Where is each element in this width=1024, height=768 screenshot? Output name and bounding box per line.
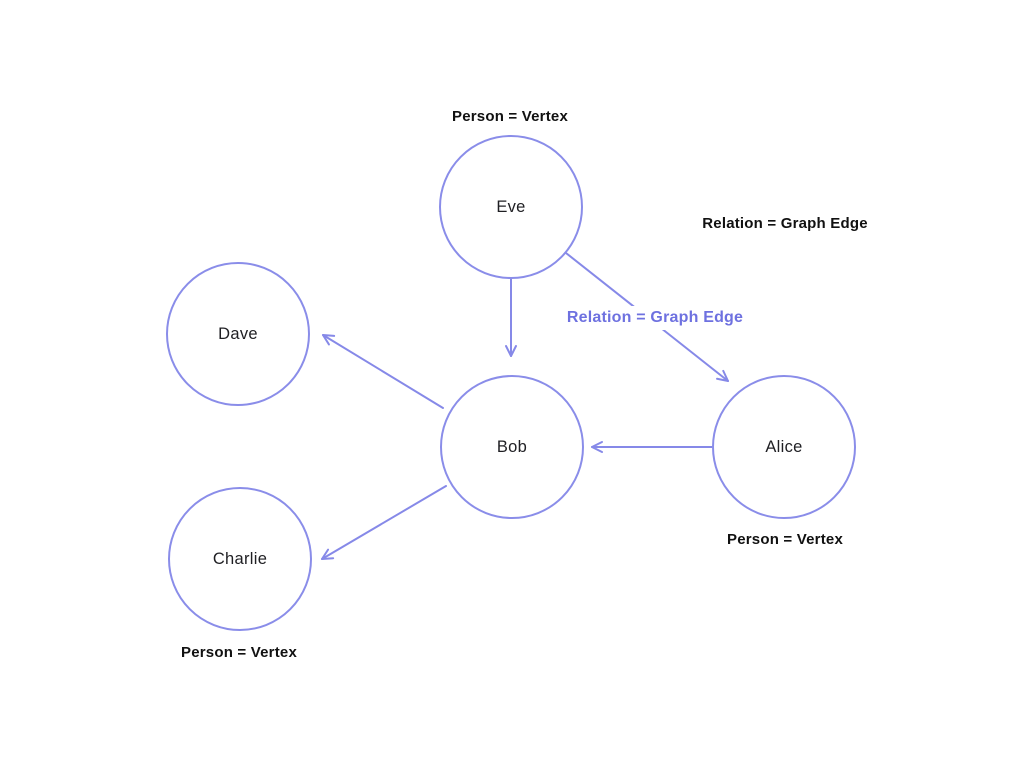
node-alice-label: Alice [765, 437, 803, 456]
annotation-person-vertex-charlie: Person = Vertex [181, 644, 297, 661]
node-dave: Dave [166, 262, 310, 406]
node-bob: Bob [440, 375, 584, 519]
node-charlie-label: Charlie [212, 549, 268, 568]
annotation-person-vertex-top: Person = Vertex [452, 108, 568, 125]
edge-bob-dave [322, 334, 444, 409]
annotation-person-vertex-alice: Person = Vertex [727, 531, 843, 548]
node-bob-label: Bob [496, 437, 528, 456]
annotation-relation-graph-edge-right: Relation = Graph Edge [702, 215, 868, 232]
edge-label-relation-graph-edge: Relation = Graph Edge [558, 306, 752, 330]
node-eve-label: Eve [496, 197, 526, 216]
node-charlie: Charlie [168, 487, 312, 631]
node-dave-label: Dave [218, 324, 258, 343]
edge-bob-charlie [321, 485, 447, 560]
node-eve: Eve [439, 135, 583, 279]
node-alice: Alice [712, 375, 856, 519]
